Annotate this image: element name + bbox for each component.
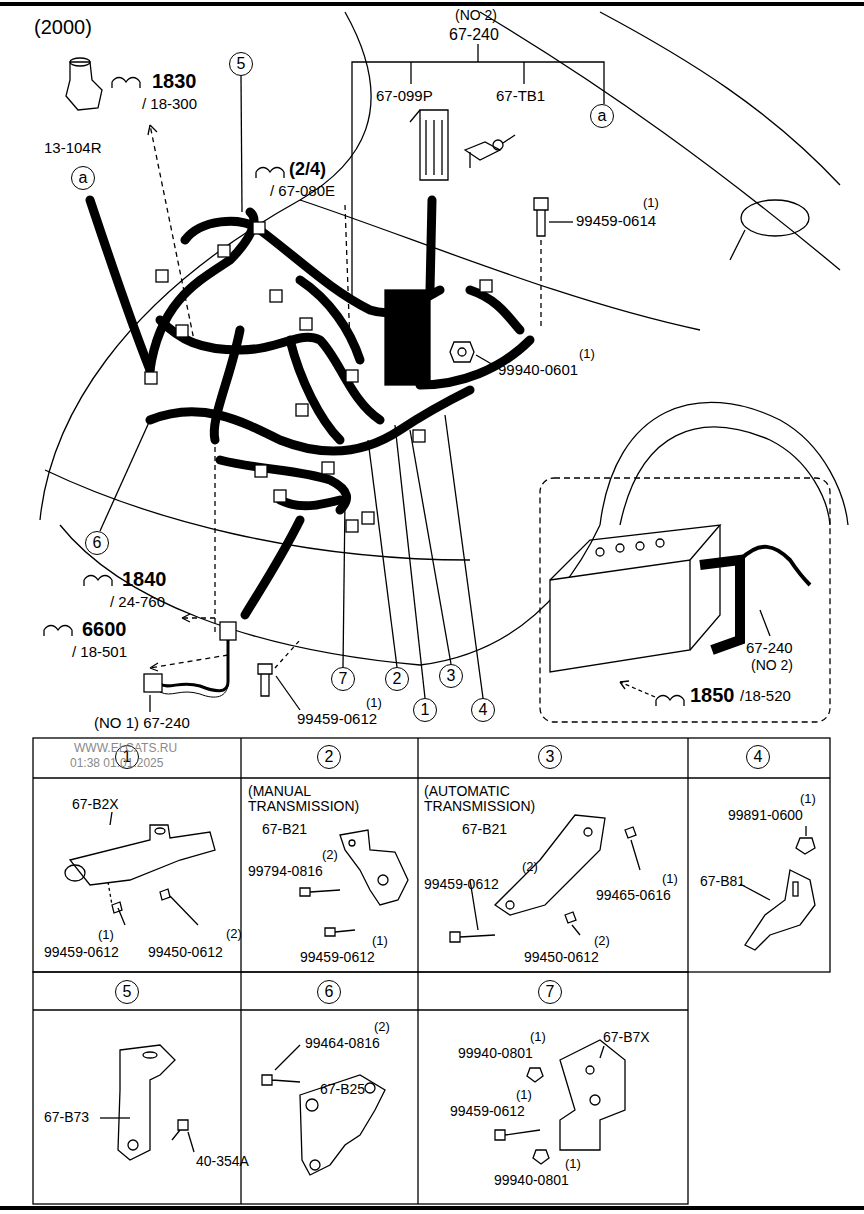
callout-number: 4 <box>479 702 488 718</box>
callout-circle: 6 <box>85 531 109 555</box>
part-number: 99450-0612 <box>148 945 223 960</box>
part-number: 99794-0816 <box>248 864 323 879</box>
part-number: 67-B21 <box>262 822 307 837</box>
callout-circle: a <box>590 104 614 128</box>
part-number: 67-240 <box>746 640 793 657</box>
note: (AUTOMATIC TRANSMISSION) <box>424 784 594 815</box>
part-number: 99891-0600 <box>728 808 803 823</box>
part-number: 67-B25 <box>320 1082 365 1097</box>
part-number: 99459-0612 <box>297 711 377 728</box>
quantity: (1) <box>366 696 382 710</box>
callout-circle: 7 <box>331 667 355 691</box>
reference-number: 1830 <box>152 70 197 92</box>
reference-number: / 18-300 <box>142 96 197 113</box>
part-number: 99459-0612 <box>300 950 375 965</box>
part-number: 67-B2X <box>72 797 119 812</box>
callout-number: 3 <box>546 749 555 765</box>
part-number: 99940-0801 <box>494 1173 569 1188</box>
part-number: 99940-0801 <box>458 1046 533 1061</box>
watermark: WWW.ELCATS.RU <box>74 742 177 755</box>
quantity: (2) <box>226 927 242 941</box>
callout-number: 6 <box>93 535 102 551</box>
reference-number: 6600 <box>82 618 127 640</box>
reference-number: / 18-501 <box>72 644 127 661</box>
quantity: (2) <box>522 860 538 874</box>
part-number: (NO 1) 67-240 <box>94 715 190 732</box>
quantity: (1) <box>643 196 659 210</box>
quantity: (1) <box>800 792 816 806</box>
table-header-circle: 6 <box>317 980 341 1004</box>
reference-number: 1850 <box>690 684 735 706</box>
note: (NO 2) <box>751 658 793 673</box>
callout-number: 2 <box>325 749 334 765</box>
quantity: (2) <box>374 1020 390 1034</box>
callout-number: 5 <box>123 984 132 1000</box>
callout-number: 7 <box>339 671 348 687</box>
quantity: (2) <box>594 934 610 948</box>
table-header-circle: 5 <box>115 980 139 1004</box>
quantity: (1) <box>516 1088 532 1102</box>
part-number: 67-B7X <box>603 1030 650 1045</box>
reference-number: /18-520 <box>740 688 791 705</box>
part-number: 67-B21 <box>462 822 507 837</box>
callout-circle: 1 <box>413 698 437 722</box>
reference-number: 1840 <box>122 568 167 590</box>
part-number: 67-B81 <box>700 874 745 889</box>
callout-number: a <box>79 170 88 186</box>
quantity: (1) <box>662 872 678 886</box>
part-number: 99464-0816 <box>305 1036 380 1051</box>
part-number: 99459-0614 <box>576 213 656 230</box>
callout-number: 6 <box>325 984 334 1000</box>
reference-number: (2/4) <box>289 160 326 180</box>
table-header-circle: 4 <box>746 745 770 769</box>
callout-number: a <box>598 108 607 124</box>
table-header-circle: 7 <box>538 980 562 1004</box>
part-number: 67-TB1 <box>496 88 545 105</box>
quantity: (1) <box>98 928 114 942</box>
part-number: 67-099P <box>376 88 433 105</box>
part-number: 99459-0612 <box>424 877 499 892</box>
watermark: 01:38 01.01.2025 <box>70 757 163 770</box>
quantity: (1) <box>530 1030 546 1044</box>
note: (NO 2) <box>455 8 497 23</box>
reference-number: / 24-760 <box>110 594 165 611</box>
callout-circle: 3 <box>439 664 463 688</box>
callout-circle: a <box>71 166 95 190</box>
quantity: (1) <box>565 1157 581 1171</box>
callout-number: 3 <box>447 668 456 684</box>
part-number: 40-354A <box>196 1154 249 1169</box>
callout-number: 4 <box>754 749 763 765</box>
part-number: 99940-0601 <box>498 362 578 379</box>
callout-number: 7 <box>546 984 555 1000</box>
callout-circle: 5 <box>229 52 253 76</box>
callout-number: 5 <box>237 56 246 72</box>
part-number: 99450-0612 <box>524 950 599 965</box>
part-number: 13-104R <box>44 140 102 157</box>
part-number: 99465-0616 <box>596 888 671 903</box>
part-number: 99459-0612 <box>450 1104 525 1119</box>
callout-number: 2 <box>393 671 402 687</box>
reference-number: / 67-080E <box>270 183 335 200</box>
part-number: 99459-0612 <box>44 945 119 960</box>
year-heading: (2000) <box>34 16 92 38</box>
quantity: (2) <box>322 848 338 862</box>
callout-circle: 2 <box>385 667 409 691</box>
note: (MANUAL TRANSMISSION) <box>248 784 388 815</box>
quantity: (1) <box>372 934 388 948</box>
table-header-circle: 2 <box>317 745 341 769</box>
part-number: 67-B73 <box>44 1110 89 1125</box>
callout-circle: 4 <box>471 698 495 722</box>
part-number: 67-240 <box>449 26 499 44</box>
callout-number: 1 <box>421 702 430 718</box>
quantity: (1) <box>579 347 595 361</box>
table-header-circle: 3 <box>538 745 562 769</box>
